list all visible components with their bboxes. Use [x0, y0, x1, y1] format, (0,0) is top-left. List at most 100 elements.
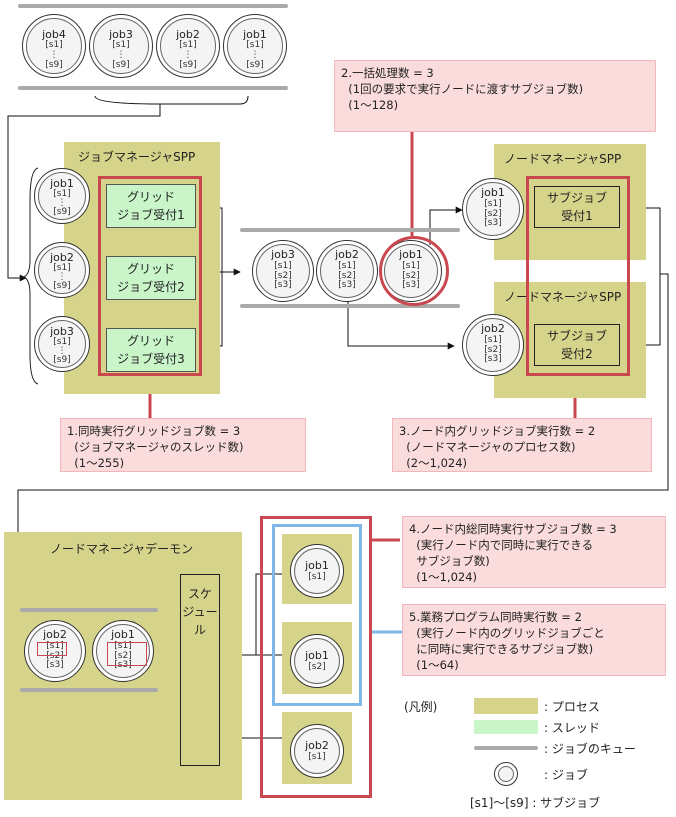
- subjob-label: [s9]: [53, 355, 71, 365]
- legend-title: (凡例): [404, 700, 438, 714]
- note-batch-count: 2.一括処理数 = 3 (1回の要求で実行ノードに渡すサブジョブ数) (1～12…: [334, 60, 656, 132]
- job-circle: job1[s1]⋮[s9]: [34, 168, 90, 224]
- job-name: job2: [335, 248, 359, 261]
- subjob-label: [s1]: [179, 40, 197, 50]
- subjob-label: ⋮: [49, 50, 59, 60]
- job-name: job1: [305, 559, 329, 572]
- subjob-label: [s9]: [179, 60, 197, 70]
- job-circle: job2[s1][s2][s3]: [316, 240, 378, 302]
- subjob-label: [s1]: [308, 752, 326, 762]
- subjob-label: [s1]: [274, 261, 292, 271]
- subjob-label: [s1]: [338, 261, 356, 271]
- job-inner-ring: [93, 18, 149, 74]
- job-name: job1: [305, 649, 329, 662]
- subjob-label: [s1]: [53, 263, 71, 273]
- subjob-label: [s1]: [45, 40, 63, 50]
- scheduler-label: スケジュール: [181, 585, 219, 639]
- process-title: ジョブマネージャSPP: [78, 150, 196, 164]
- job-inner-ring: [26, 18, 82, 74]
- scheduler-label-line: ル: [193, 623, 206, 637]
- legend-queue-label: : ジョブのキュー: [544, 742, 636, 756]
- job-inner-ring: [466, 318, 520, 372]
- job-circle: job4[s1]⋮[s9]: [22, 14, 86, 78]
- subjob-label: [s1]: [114, 641, 132, 651]
- process-title: ノードマネージャデーモン: [50, 542, 194, 556]
- subjob-label: [s1]: [53, 189, 71, 199]
- subjob-label: [s1]: [112, 40, 130, 50]
- thread-label: ジョブ受付1: [117, 208, 185, 222]
- process-title: ノードマネージャSPP: [504, 290, 622, 304]
- grid-job-receive-thread: グリッドジョブ受付3: [106, 328, 196, 372]
- grid-job-receive-thread: グリッドジョブ受付1: [106, 184, 196, 228]
- scheduler-box: スケジュール: [180, 574, 220, 766]
- job-inner-ring: [96, 624, 150, 678]
- subjob-label: [s2]: [484, 208, 502, 219]
- job-inner-ring: [227, 18, 283, 74]
- subjob-receiver: サブジョブ受付1: [534, 186, 620, 228]
- subjob-label: [s9]: [45, 60, 63, 70]
- subjob-label: ⋮: [183, 50, 193, 60]
- queue-bar-daemon-top: [20, 608, 158, 612]
- job-inner-ring: [294, 728, 340, 774]
- grid-job-receive-thread: グリッドジョブ受付2: [106, 256, 196, 300]
- job-inner-ring: [38, 246, 86, 294]
- job-circle: job2[s1][s2][s3]: [24, 620, 86, 682]
- exec-total-highlight: [260, 516, 372, 798]
- thread-label: グリッド: [126, 190, 175, 204]
- job-inner-ring: [160, 18, 216, 74]
- job-name: job1: [481, 186, 505, 199]
- note-concurrent-grid-jobs: 1.同時実行グリッドジョブ数 = 3 (ジョブマネージャのスレッド数) (1～2…: [60, 418, 306, 472]
- job-name: job1: [50, 177, 74, 190]
- job-name: job2: [305, 739, 329, 752]
- job-circle: job1[s2]: [290, 634, 344, 688]
- legend-thread-swatch: [474, 720, 538, 734]
- subjob-label: [s1]: [484, 335, 502, 345]
- subjob-label: [s3]: [484, 354, 502, 364]
- job-circle: job3[s1]⋮[s9]: [34, 316, 90, 372]
- subjob-label: [s1]: [246, 40, 264, 50]
- job-name: job3: [109, 28, 133, 41]
- legend-job-label: : ジョブ: [544, 768, 588, 782]
- job-name: job3: [50, 325, 74, 338]
- subjob-label: ⋮: [116, 50, 126, 60]
- batch-highlight-circle: [379, 236, 449, 306]
- queue-bar-mid-bottom: [240, 304, 460, 308]
- job-inner-ring: [38, 320, 86, 368]
- job-circle: job3[s1]⋮[s9]: [89, 14, 153, 78]
- subjob-label: [s3]: [338, 280, 356, 290]
- thread-highlight: [98, 176, 202, 376]
- job-circle: job3[s1][s2][s3]: [252, 240, 314, 302]
- legend-process-swatch: [474, 698, 538, 714]
- scheduler-label-line: ジュー: [182, 605, 218, 619]
- job-inner-ring: [38, 172, 86, 220]
- job-name: job2: [43, 628, 67, 641]
- job-inner-ring: [320, 244, 374, 298]
- subjob-label: [s9]: [246, 60, 264, 70]
- job-name: job2: [50, 251, 74, 264]
- job-circle: job1[s1][s2][s3]: [462, 178, 524, 240]
- subjob-label: [s2]: [308, 662, 326, 672]
- subjob-label: [s3]: [484, 218, 502, 228]
- legend-queue-swatch: [474, 746, 538, 750]
- subjob-label: ⋮: [57, 198, 67, 208]
- subjob-label: [s1]: [484, 199, 502, 209]
- subjob-label: [s3]: [46, 660, 64, 670]
- subjob-label: [s9]: [53, 207, 71, 217]
- subjob-label: [s1]: [308, 572, 326, 582]
- subjob-label: [s1]: [53, 337, 71, 347]
- scheduler-label-line: スケ: [187, 587, 212, 601]
- job-inner-ring: [294, 638, 340, 684]
- subjob-label: ⋮: [57, 272, 67, 282]
- receiver-label: サブジョブ: [546, 329, 607, 343]
- subjob-receiver: サブジョブ受付2: [534, 324, 620, 366]
- thread-label: グリッド: [126, 334, 175, 348]
- job-name: job2: [481, 322, 505, 335]
- job-name: job2: [176, 28, 200, 41]
- subjob-label: [s2]: [114, 650, 132, 661]
- thread-label: ジョブ受付3: [117, 352, 185, 366]
- job-circle: job1[s1][s2][s3]: [92, 620, 154, 682]
- note-total-subjobs: 4.ノード内総同時実行サブジョブ数 = 3 (実行ノード内で同時に実行できる サ…: [402, 516, 666, 588]
- node-process-highlight: [526, 176, 630, 376]
- legend-job-icon: [494, 762, 518, 786]
- job-circle: job1[s1]: [290, 544, 344, 598]
